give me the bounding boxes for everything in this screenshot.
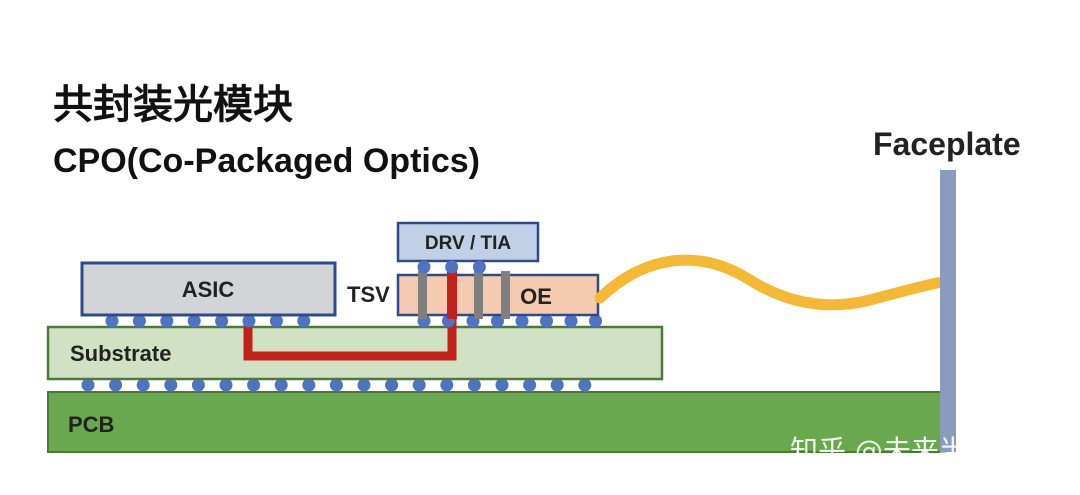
drv-tia-solder-ball-row — [417, 260, 486, 274]
tsv-via-2 — [447, 271, 457, 319]
solder-ball — [491, 314, 504, 328]
solder-ball — [495, 378, 509, 392]
solder-ball — [219, 378, 233, 392]
solder-ball — [564, 314, 578, 328]
solder-ball — [515, 314, 529, 328]
solder-ball — [136, 378, 150, 392]
oe-label: OE — [520, 284, 552, 309]
tsv-via-4 — [501, 271, 510, 319]
asic-chip — [80, 261, 337, 317]
solder-ball — [578, 378, 592, 392]
solder-ball — [215, 314, 229, 328]
solder-ball — [302, 378, 316, 392]
solder-ball — [105, 314, 119, 328]
tsv-via-3 — [474, 271, 483, 319]
solder-ball — [81, 378, 95, 392]
faceplate-panel — [940, 170, 956, 452]
solder-ball — [523, 378, 537, 392]
solder-ball — [274, 378, 288, 392]
asic-solder-ball-row — [105, 314, 311, 328]
oe-solder-ball-row — [417, 314, 602, 328]
pcb-board — [47, 391, 946, 453]
solder-ball — [160, 314, 174, 328]
solder-ball — [589, 314, 602, 328]
solder-ball — [187, 314, 201, 328]
asic-label: ASIC — [182, 277, 235, 302]
title-chinese: 共封装光模块 — [53, 82, 293, 128]
solder-ball — [109, 378, 123, 392]
solder-ball — [440, 378, 454, 392]
solder-ball — [417, 260, 431, 274]
solder-ball — [385, 378, 399, 392]
solder-ball — [540, 314, 553, 328]
solder-ball — [357, 378, 371, 392]
solder-ball — [472, 260, 486, 274]
faceplate-label: Faceplate — [873, 126, 1021, 162]
drv-tia-label: DRV / TIA — [425, 233, 511, 254]
tsv-label: TSV — [347, 282, 390, 307]
solder-ball — [445, 260, 459, 274]
title-english: CPO(Co-Packaged Optics) — [53, 142, 480, 180]
drv-tia-chip — [396, 221, 540, 263]
oe-chip — [396, 273, 600, 317]
solder-ball — [550, 378, 564, 392]
solder-ball — [412, 378, 426, 392]
watermark-text: 知乎 @未来半导体 — [790, 434, 1023, 467]
tsv-via-1 — [418, 271, 427, 319]
solder-ball — [247, 378, 261, 392]
solder-ball — [191, 378, 205, 392]
solder-ball — [297, 314, 311, 328]
optical-fiber — [594, 254, 948, 311]
pcb-solder-ball-row — [81, 378, 592, 392]
solder-ball — [132, 314, 146, 328]
solder-ball — [242, 314, 256, 328]
substrate-label: Substrate — [70, 341, 171, 366]
solder-ball — [164, 378, 178, 392]
solder-ball — [269, 314, 283, 328]
solder-ball — [329, 378, 343, 392]
pcb-label: PCB — [68, 412, 114, 437]
solder-ball — [467, 378, 481, 392]
